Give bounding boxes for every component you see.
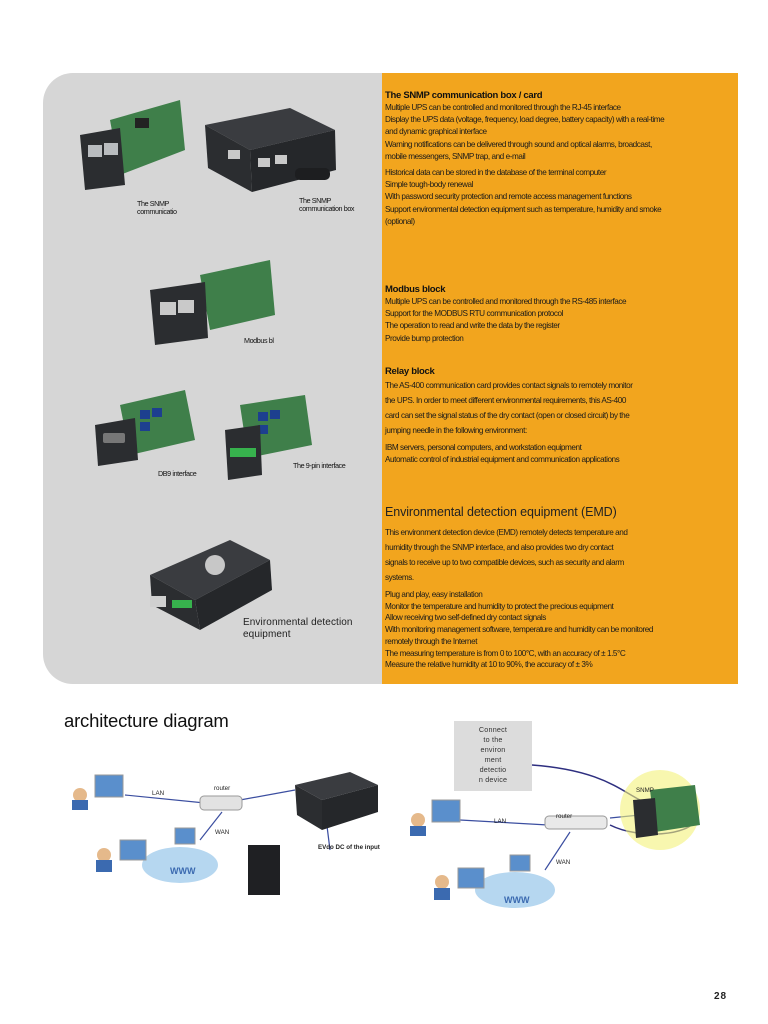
emd-line: With monitoring management software, tem… [385,625,653,635]
db9-caption: DB9 interface [158,469,197,478]
architecture-diagram-right [410,764,700,908]
modbus-card-image [150,260,275,345]
relay-line: card can set the signal status of the dr… [385,411,630,420]
emd-line: systems. [385,573,414,582]
emd-line: This environment detection device (EMD) … [385,528,628,537]
emd-line: Allow receiving two self-defined dry con… [385,613,546,623]
pin9-caption: The 9-pin interface [293,461,346,470]
snmp-line: With password security protection and re… [385,192,632,202]
snmp-line: Historical data can be stored in the dat… [385,168,607,178]
snmp-card-image [80,100,185,190]
wan-label: WAN [556,859,571,866]
relay-line: IBM servers, personal computers, and wor… [385,443,582,452]
emd-line: Measure the relative humidity at 10 to 9… [385,660,593,670]
relay-section: Relay block The AS-400 communication car… [385,366,730,466]
relay-line: jumping needle in the following environm… [385,426,527,435]
www-label: WWW [170,866,196,876]
router-label: router [556,813,573,820]
snmp-line: and dynamic graphical interface [385,127,487,137]
snmp-title: The SNMP communication box / card [385,90,543,101]
modbus-title: Modbus block [385,284,446,295]
architecture-diagram-left [72,772,378,895]
modbus-line: Support for the MODBUS RTU communication… [385,309,564,319]
snmp-box-image [205,108,336,192]
emd-title: Environmental detection equipment (EMD) [385,505,617,519]
snmp-card-caption: The SNMP communicatio [137,200,177,216]
page-number: 28 [714,991,728,1002]
dc-input-label: EVdo DC of the input [318,844,380,851]
emd-connect-box: Connect to the environ ment detectio n d… [454,721,532,791]
modbus-line: The operation to read and write the data… [385,321,560,331]
description-panel [382,73,738,684]
relay-line: The AS-400 communication card provides c… [385,381,633,390]
emd-caption: Environmental detection equipment [243,617,353,640]
emd-device-image [150,540,272,630]
relay-line: Automatic control of industrial equipmen… [385,455,620,465]
snmp-box-caption: The SNMP communication box [299,196,355,213]
modbus-caption: Modbus bl [244,336,274,345]
snmp-label: SNMP [636,787,654,794]
snmp-line: mobile messengers, SNMP trap, and e-mail [385,151,526,161]
wan-label: WAN [215,829,230,836]
snmp-section: The SNMP communication box / card Multip… [385,90,730,228]
modbus-line: Provide bump protection [385,333,464,343]
emd-line: humidity through the SNMP interface, and… [385,543,614,552]
relay-line: the UPS. In order to meet different envi… [385,396,626,405]
emd-section: Environmental detection equipment (EMD) … [385,505,730,671]
lan-label: LAN [152,790,165,797]
snmp-line: Simple tough-body renewal [385,180,473,190]
snmp-line: Display the UPS data (voltage, frequency… [385,115,665,125]
relay-title: Relay block [385,366,435,377]
emd-line: The measuring temperature is from 0 to 1… [385,648,626,658]
emd-line: Monitor the temperature and humidity to … [385,601,614,611]
www-label: WWW [504,895,530,905]
emd-line: signals to receive up to two compatible … [385,558,624,567]
pin9-relay-card-image [225,395,312,480]
modbus-line: Multiple UPS can be controlled and monit… [385,297,627,306]
router-label: router [214,785,231,792]
db9-relay-card-image [95,390,195,466]
lan-label: LAN [494,818,507,825]
architecture-title: architecture diagram [64,710,229,731]
snmp-line: Multiple UPS can be controlled and monit… [385,103,621,112]
snmp-line: Warning notifications can be delivered t… [385,139,652,149]
snmp-line: Support environmental detection equipmen… [385,204,662,214]
emd-line: remotely through the Internet [385,636,478,646]
modbus-section: Modbus block Multiple UPS can be control… [385,284,730,345]
snmp-line: (optional) [385,216,415,226]
emd-line: Plug and play, easy installation [385,590,483,599]
